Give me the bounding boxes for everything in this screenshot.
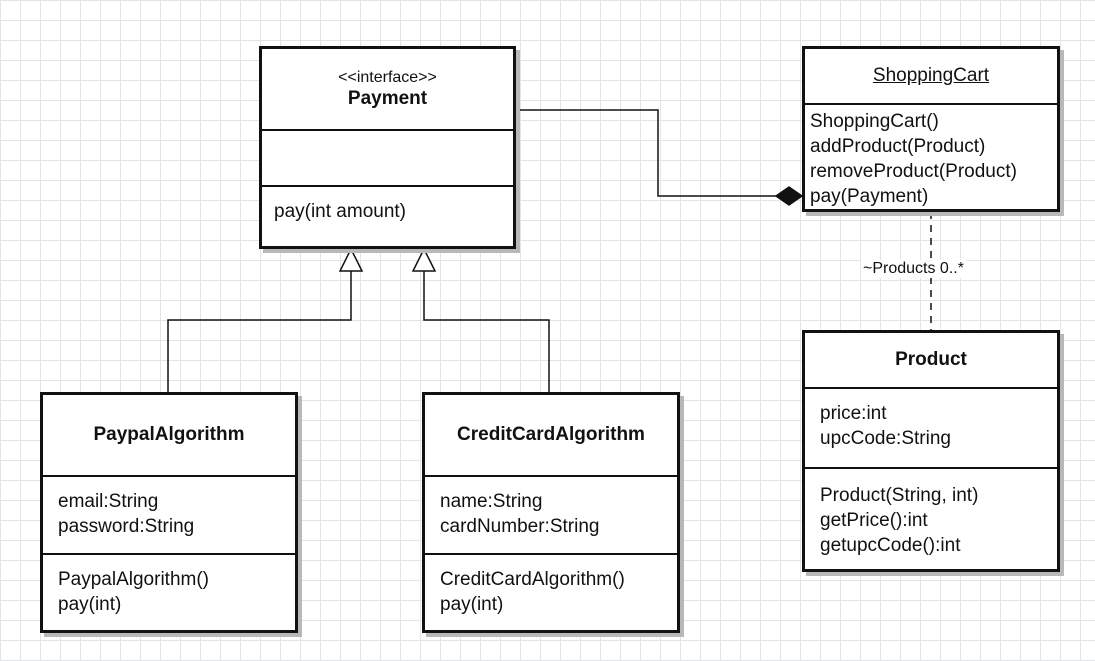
shopping-cart-class-name: ShoppingCart xyxy=(872,65,990,86)
credit-card-method: CreditCardAlgorithm() xyxy=(440,569,625,590)
paypal-method: PaypalAlgorithm() xyxy=(58,569,209,590)
credit-card-algorithm-class-box[interactable]: CreditCardAlgorithm name:String cardNumb… xyxy=(422,392,680,633)
composition-line xyxy=(514,109,776,197)
shopping-cart-method: removeProduct(Product) xyxy=(810,161,1017,182)
paypal-method: pay(int) xyxy=(58,594,122,615)
payment-method: pay(int amount) xyxy=(274,201,407,222)
payment-interface-box[interactable]: <<interface>> Payment pay(int amount) xyxy=(259,46,516,249)
shopping-cart-method: ShoppingCart() xyxy=(810,111,939,132)
payment-class-name: Payment xyxy=(347,88,428,109)
credit-card-header: CreditCardAlgorithm xyxy=(425,395,677,477)
paypal-attribute: email:String xyxy=(58,491,159,512)
shopping-cart-header: ShoppingCart xyxy=(805,49,1057,105)
composition-diamond-icon xyxy=(774,186,804,206)
product-header: Product xyxy=(805,333,1057,389)
product-attributes: price:int upcCode:String xyxy=(805,389,1057,469)
payment-stereotype: <<interface>> xyxy=(338,69,437,86)
credit-card-attribute: cardNumber:String xyxy=(440,516,600,537)
product-class-name: Product xyxy=(895,349,967,370)
products-multiplicity-label: ~Products 0..* xyxy=(861,260,966,278)
payment-header: <<interface>> Payment xyxy=(262,49,513,131)
product-attribute: price:int xyxy=(820,403,887,424)
credit-card-attributes: name:String cardNumber:String xyxy=(425,477,677,555)
shopping-cart-method: pay(Payment) xyxy=(810,186,929,207)
product-method: getPrice():int xyxy=(820,510,928,531)
product-attribute: upcCode:String xyxy=(820,428,951,449)
realization-arrow-icon xyxy=(338,247,364,272)
product-methods: Product(String, int) getPrice():int getu… xyxy=(805,469,1057,572)
shopping-cart-class-box[interactable]: ShoppingCart ShoppingCart() addProduct(P… xyxy=(802,46,1060,212)
paypal-methods: PaypalAlgorithm() pay(int) xyxy=(43,555,295,629)
paypal-realization-line xyxy=(167,271,352,392)
product-class-box[interactable]: Product price:int upcCode:String Product… xyxy=(802,330,1060,572)
product-method: Product(String, int) xyxy=(820,485,979,506)
paypal-attribute: password:String xyxy=(58,516,195,537)
creditcard-realization-line xyxy=(423,271,550,392)
credit-card-method: pay(int) xyxy=(440,594,504,615)
paypal-class-name: PaypalAlgorithm xyxy=(93,424,245,445)
paypal-algorithm-class-box[interactable]: PaypalAlgorithm email:String password:St… xyxy=(40,392,298,633)
payment-attributes xyxy=(262,131,513,187)
product-method: getupcCode():int xyxy=(820,535,961,556)
shopping-cart-method: addProduct(Product) xyxy=(810,136,986,157)
paypal-attributes: email:String password:String xyxy=(43,477,295,555)
credit-card-methods: CreditCardAlgorithm() pay(int) xyxy=(425,555,677,629)
shopping-cart-methods: ShoppingCart() addProduct(Product) remov… xyxy=(805,105,1057,213)
credit-card-class-name: CreditCardAlgorithm xyxy=(457,424,645,445)
credit-card-attribute: name:String xyxy=(440,491,543,512)
paypal-header: PaypalAlgorithm xyxy=(43,395,295,477)
realization-arrow-icon xyxy=(411,247,437,272)
payment-methods: pay(int amount) xyxy=(262,187,513,236)
